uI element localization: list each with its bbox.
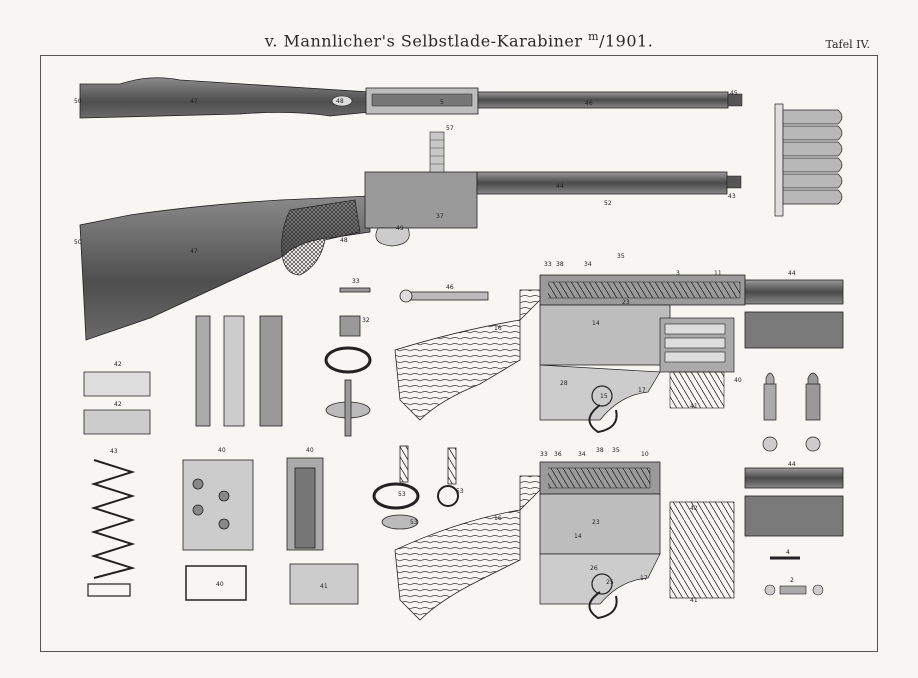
part-label: 14 (574, 533, 582, 540)
part-label: 53 (398, 491, 406, 498)
small-parts (83, 287, 489, 605)
part-label: 33 (540, 451, 548, 458)
part-label: 14 (592, 320, 600, 327)
part-label: 34 (578, 451, 586, 458)
part-label: 44 (788, 461, 796, 468)
title-model-sup: m (588, 30, 600, 43)
part-label: 40 (306, 447, 314, 454)
part-label: 40 (734, 377, 742, 384)
part-label: 5 (440, 99, 444, 106)
part-label: 45 (730, 90, 738, 97)
part-label: 46 (585, 100, 593, 107)
part-label: 25 (606, 579, 614, 586)
part-label: 34 (584, 261, 592, 268)
part-label: 48 (336, 98, 344, 105)
part-label: 40 (218, 447, 226, 454)
part-label: 50 (74, 239, 82, 246)
part-number-labels: 50 47 48 5 46 45 57 44 43 37 49 50 47 48… (74, 90, 796, 604)
part-label: 48 (340, 237, 348, 244)
drawing-frame (40, 55, 878, 652)
part-label: 38 (596, 447, 604, 454)
part-label: 2 (790, 577, 794, 584)
part-label: 42 (690, 505, 698, 512)
part-label: 10 (641, 451, 649, 458)
part-label: 4 (786, 549, 790, 556)
part-label: 40 (216, 581, 224, 588)
charger-clip-loaded (774, 103, 843, 217)
part-label: 41 (690, 597, 698, 604)
part-label: 23 (592, 519, 600, 526)
part-label: 15 (600, 393, 608, 400)
part-label: 42 (114, 361, 122, 368)
part-label: 28 (560, 380, 568, 387)
part-label: 57 (446, 125, 454, 132)
action-section-lower (394, 461, 844, 621)
part-label: 17 (640, 575, 648, 582)
title-main: v. Mannlicher's Selbstlade-Karabiner (264, 31, 583, 51)
part-label: 43 (728, 193, 736, 200)
part-label: 16 (494, 515, 502, 522)
part-label: 50 (74, 98, 82, 105)
part-label: 46 (446, 284, 454, 291)
part-label: 17 (638, 387, 646, 394)
part-label: 11 (714, 270, 722, 277)
part-label: 16 (494, 325, 502, 332)
part-label: 38 (556, 261, 564, 268)
part-label: 49 (396, 225, 404, 232)
part-label: 26 (590, 565, 598, 572)
part-label: 42 (114, 401, 122, 408)
part-label: 41 (320, 583, 328, 590)
part-label: 35 (612, 447, 620, 454)
part-label: 52 (604, 200, 612, 207)
part-label: 43 (110, 448, 118, 455)
rifle-top-view (79, 77, 743, 119)
plate-number: Tafel IV. (825, 38, 871, 51)
part-label: 53 (410, 519, 418, 526)
plate-title: v. Mannlicher's Selbstlade-Karabiner m/1… (0, 30, 918, 50)
part-label: 36 (554, 451, 562, 458)
part-label: 33 (352, 278, 360, 285)
part-label: 47 (190, 98, 198, 105)
part-label: 3 (676, 270, 680, 277)
part-label: 32 (362, 317, 370, 324)
part-label: 44 (556, 183, 564, 190)
cartridge-pair (762, 372, 821, 452)
part-label: 53 (456, 488, 464, 495)
part-label: 35 (617, 253, 625, 260)
part-label: 41 (690, 403, 698, 410)
part-label: 47 (190, 248, 198, 255)
part-label: 23 (622, 299, 630, 306)
action-section-upper (394, 274, 844, 434)
title-model-year: /1901. (599, 31, 654, 51)
part-label: 37 (436, 213, 444, 220)
part-label: 44 (788, 270, 796, 277)
rifle-carbine-side (79, 131, 742, 341)
part-label: 33 (544, 261, 552, 268)
